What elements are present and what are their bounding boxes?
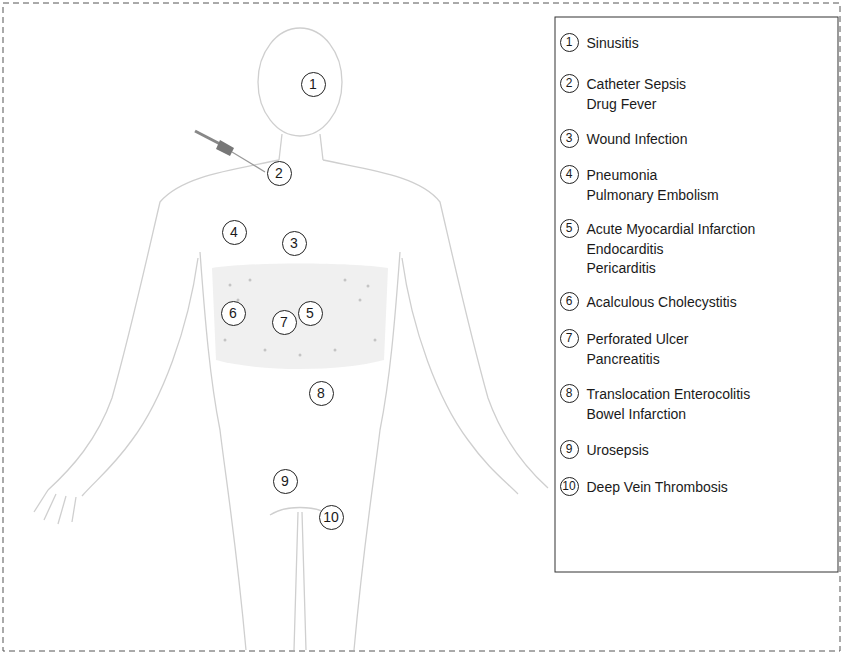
callout-number: 9 xyxy=(566,443,573,455)
callout-number: 6 xyxy=(566,295,573,307)
legend-callout-circle: 5Acute Myocardial InfarctionEndocarditis… xyxy=(560,219,579,238)
frame-border xyxy=(3,3,840,651)
chest-shading xyxy=(212,264,388,370)
callout-number: 5 xyxy=(306,306,314,320)
catheter xyxy=(195,131,265,172)
legend-callout-circle: 10Deep Vein Thrombosis xyxy=(560,477,579,496)
callout-number: 2 xyxy=(275,166,283,180)
legend-text: Drug Fever xyxy=(587,96,657,112)
callout-circle: 7 xyxy=(272,310,297,335)
legend-text: Pulmonary Embolism xyxy=(587,187,719,203)
callout-number: 10 xyxy=(562,480,575,492)
legend-text: Bowel Infarction xyxy=(587,406,687,422)
callout-circle: 10 xyxy=(319,505,344,530)
callout-number: 1 xyxy=(566,36,573,48)
legend-box xyxy=(555,17,838,572)
callout-circle: 2 xyxy=(267,161,292,186)
legend-text: Endocarditis xyxy=(587,241,664,257)
callout-circle: 6 xyxy=(221,301,246,326)
legend-text: Catheter Sepsis xyxy=(587,76,687,92)
callout-number: 9 xyxy=(281,474,289,488)
callout-number: 4 xyxy=(230,225,238,239)
callout-number: 3 xyxy=(290,236,298,250)
callout-number: 7 xyxy=(280,315,288,329)
legend-text: Pancreatitis xyxy=(587,351,660,367)
callout-number: 10 xyxy=(323,510,339,524)
callout-number: 8 xyxy=(317,386,325,400)
callout-circle: 4 xyxy=(222,220,247,245)
callout-number: 8 xyxy=(566,387,573,399)
callout-number: 5 xyxy=(566,222,573,234)
callout-circle: 1 xyxy=(301,72,326,97)
callout-number: 1 xyxy=(309,77,317,91)
legend-callout-circle: 3Wound Infection xyxy=(560,129,579,148)
callout-circle: 3 xyxy=(282,231,307,256)
legend-callout-circle: 8Translocation EnterocolitisBowel Infarc… xyxy=(560,384,579,403)
legend-text: Sinusitis xyxy=(587,35,639,51)
legend-text: Acute Myocardial Infarction xyxy=(587,221,756,237)
legend-text: Pericarditis xyxy=(587,260,656,276)
callout-circle: 5 xyxy=(298,301,323,326)
legend-callout-circle: 7Perforated UlcerPancreatitis xyxy=(560,329,579,348)
legend-text: Acalculous Cholecystitis xyxy=(587,294,737,310)
legend-text: Pneumonia xyxy=(587,167,658,183)
callout-circle: 9 xyxy=(273,469,298,494)
legend-callout-circle: 1Sinusitis xyxy=(560,33,579,52)
legend-callout-circle: 4PneumoniaPulmonary Embolism xyxy=(560,165,579,184)
callout-number: 6 xyxy=(229,306,237,320)
callout-number: 3 xyxy=(566,132,573,144)
legend-text: Deep Vein Thrombosis xyxy=(587,479,728,495)
callout-number: 2 xyxy=(566,77,573,89)
rib-stipple xyxy=(224,279,377,357)
legend-text: Translocation Enterocolitis xyxy=(587,386,751,402)
legend-callout-circle: 9Urosepsis xyxy=(560,440,579,459)
body-outline xyxy=(34,28,548,650)
legend-callout-circle: 6Acalculous Cholecystitis xyxy=(560,292,579,311)
legend-callout-circle: 2Catheter SepsisDrug Fever xyxy=(560,74,579,93)
legend-text: Perforated Ulcer xyxy=(587,331,689,347)
callout-number: 4 xyxy=(566,168,573,180)
callout-number: 7 xyxy=(566,332,573,344)
legend-text: Wound Infection xyxy=(587,131,688,147)
callout-circle: 8 xyxy=(309,381,334,406)
legend-text: Urosepsis xyxy=(587,442,649,458)
